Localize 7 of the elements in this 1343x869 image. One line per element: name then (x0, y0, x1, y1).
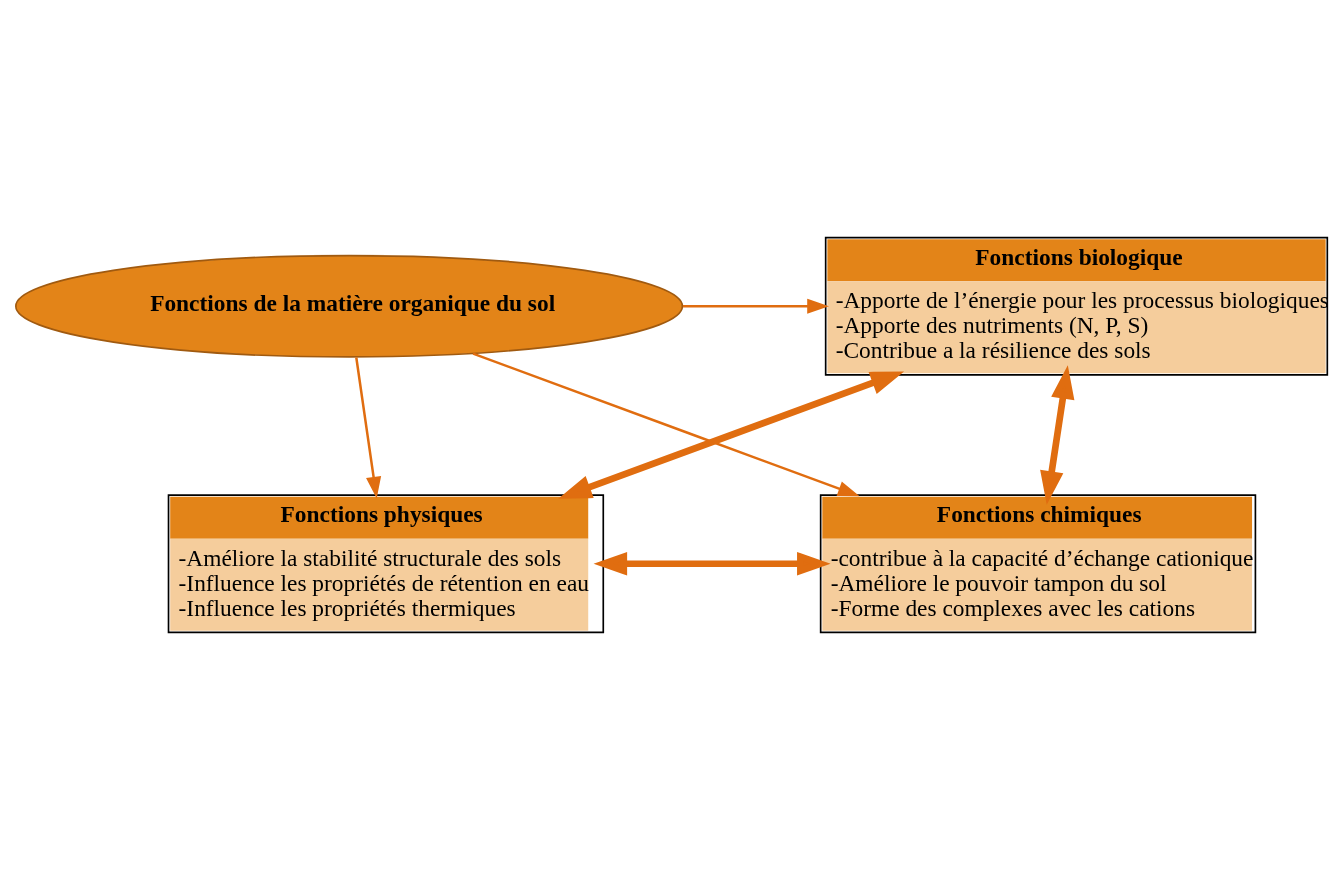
arrow (355, 356, 382, 499)
arrow (682, 298, 829, 314)
node-ellipse: Fonctions de la matière organique du sol (15, 254, 684, 358)
arrow (558, 370, 905, 499)
arrow (472, 351, 860, 496)
arrow (1040, 364, 1075, 505)
arrow (593, 551, 831, 575)
